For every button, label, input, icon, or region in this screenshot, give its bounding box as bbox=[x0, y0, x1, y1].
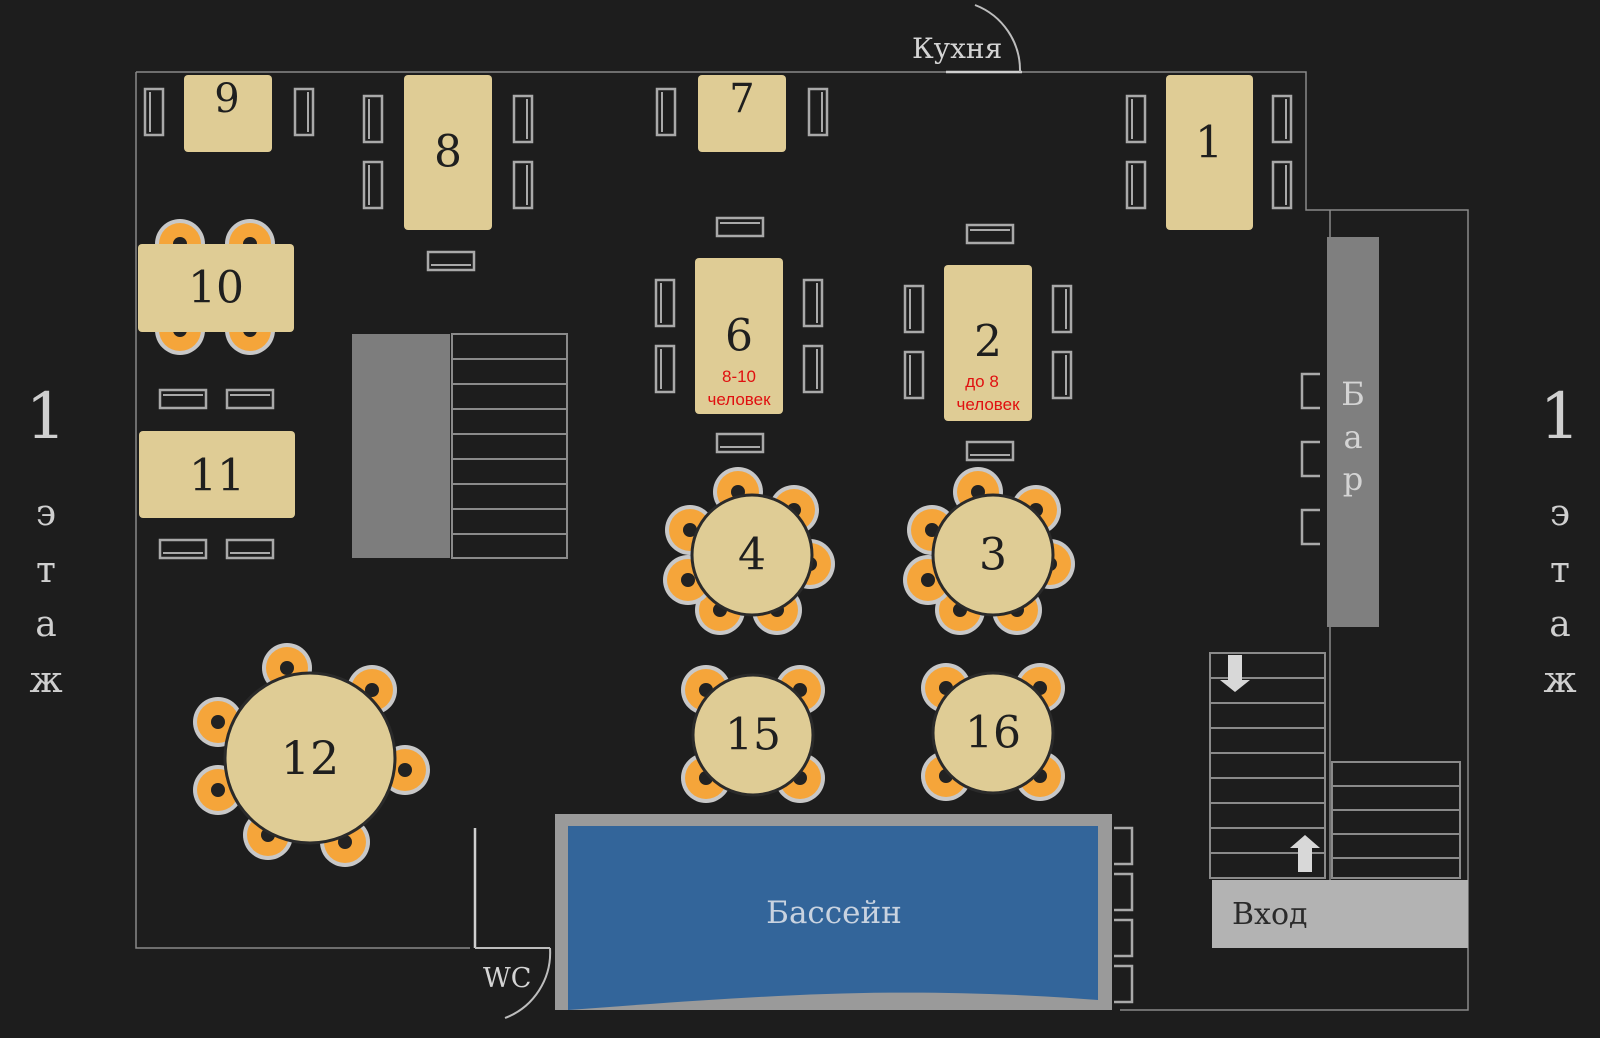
capacity-text: человек bbox=[707, 390, 771, 409]
table-number: 16 bbox=[965, 708, 1021, 759]
floor-label-right: 1 э т а ж bbox=[1540, 380, 1581, 701]
floor-label-left: 1 э т а ж bbox=[26, 380, 67, 701]
table-12[interactable]: 12 bbox=[193, 643, 430, 867]
floor-letter: т bbox=[1550, 550, 1570, 591]
table-number: 11 bbox=[189, 451, 245, 502]
table-number: 7 bbox=[729, 76, 754, 122]
table-number: 2 bbox=[974, 317, 1002, 368]
table-15[interactable]: 15 bbox=[681, 665, 825, 803]
entrance[interactable]: Вход bbox=[1212, 880, 1468, 948]
table-7[interactable]: 7 bbox=[655, 75, 829, 152]
capacity-text: человек bbox=[956, 395, 1020, 414]
floor-letter: а bbox=[1549, 604, 1570, 645]
pool: Бассейн bbox=[555, 814, 1134, 1010]
entrance-label: Вход bbox=[1232, 897, 1308, 932]
bar-letter-1: Б bbox=[1341, 375, 1365, 413]
table-number: 9 bbox=[214, 76, 239, 122]
staircase-left bbox=[352, 333, 568, 559]
table-number: 10 bbox=[188, 263, 244, 314]
bar-letter-3: р bbox=[1343, 460, 1363, 498]
wc-label: WC bbox=[483, 963, 531, 994]
floor-letter: ж bbox=[29, 660, 62, 701]
table-9[interactable]: 9 bbox=[143, 75, 315, 152]
floor-number: 1 bbox=[1540, 380, 1581, 454]
arrow-up-icon bbox=[1290, 835, 1320, 872]
kitchen-label: Кухня bbox=[912, 32, 1002, 65]
arrow-down-icon bbox=[1220, 655, 1250, 692]
table-4[interactable]: 4 bbox=[663, 467, 835, 635]
table-3[interactable]: 3 bbox=[903, 467, 1075, 635]
kitchen-door[interactable]: Кухня bbox=[912, 4, 1022, 74]
table-number: 1 bbox=[1195, 118, 1223, 169]
table-11[interactable]: 11 bbox=[139, 388, 295, 560]
staircase-right bbox=[1209, 652, 1461, 879]
wc-door[interactable]: WC bbox=[473, 828, 552, 1019]
table-number: 4 bbox=[738, 530, 766, 581]
table-6[interactable]: 6 8-10 человек bbox=[654, 216, 824, 454]
bar-letter-2: а bbox=[1343, 418, 1362, 456]
table-10[interactable]: 10 bbox=[138, 219, 294, 355]
floor-number: 1 bbox=[26, 380, 67, 454]
floor-letter: э bbox=[36, 493, 56, 534]
capacity-text: до 8 bbox=[965, 372, 999, 391]
table-number: 8 bbox=[434, 127, 462, 178]
table-8[interactable]: 8 bbox=[362, 75, 534, 272]
pool-label: Бассейн bbox=[766, 895, 902, 931]
table-1[interactable]: 1 bbox=[1125, 75, 1293, 230]
floor-letter: а bbox=[35, 604, 56, 645]
table-16[interactable]: 16 bbox=[921, 663, 1065, 801]
floor-letter: э bbox=[1550, 493, 1570, 534]
table-number: 15 bbox=[725, 710, 781, 761]
table-2[interactable]: 2 до 8 человек bbox=[903, 223, 1073, 462]
capacity-text: 8-10 bbox=[722, 367, 756, 386]
floor-letter: т bbox=[36, 550, 56, 591]
floor-letter: ж bbox=[1543, 660, 1576, 701]
table-number: 6 bbox=[725, 311, 753, 362]
table-number: 3 bbox=[979, 530, 1007, 581]
table-number: 12 bbox=[281, 731, 340, 785]
bar-counter: Б а р bbox=[1300, 237, 1379, 627]
